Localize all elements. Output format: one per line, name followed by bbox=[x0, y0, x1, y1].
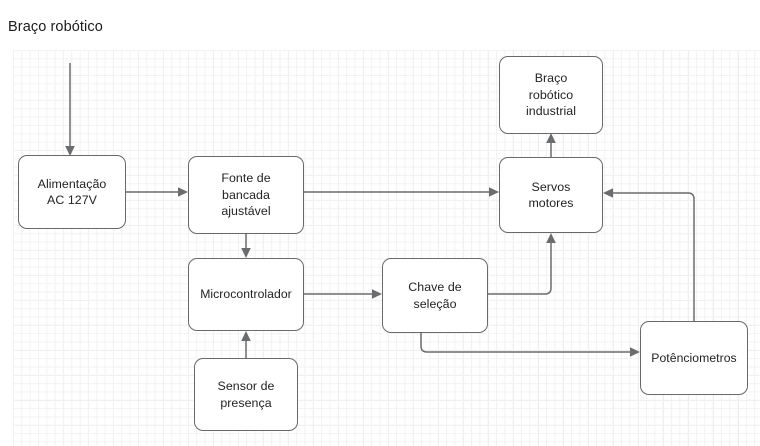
node-fonte-de-bancada[interactable]: Fonte de bancada ajustável bbox=[188, 156, 304, 234]
node-microcontrolador[interactable]: Microcontrolador bbox=[188, 258, 304, 331]
node-chave-de-selecao[interactable]: Chave de seleção bbox=[382, 258, 488, 333]
page-title: Braço robótico bbox=[8, 19, 103, 35]
node-potenciometros[interactable]: Potênciometros bbox=[640, 321, 748, 395]
node-alimentacao[interactable]: Alimentação AC 127V bbox=[18, 155, 126, 229]
node-braco-robotico-industrial[interactable]: Braço robótico industrial bbox=[499, 56, 603, 134]
node-sensor-de-presenca[interactable]: Sensor de presença bbox=[194, 358, 298, 431]
node-servos-motores[interactable]: Servos motores bbox=[499, 157, 603, 233]
